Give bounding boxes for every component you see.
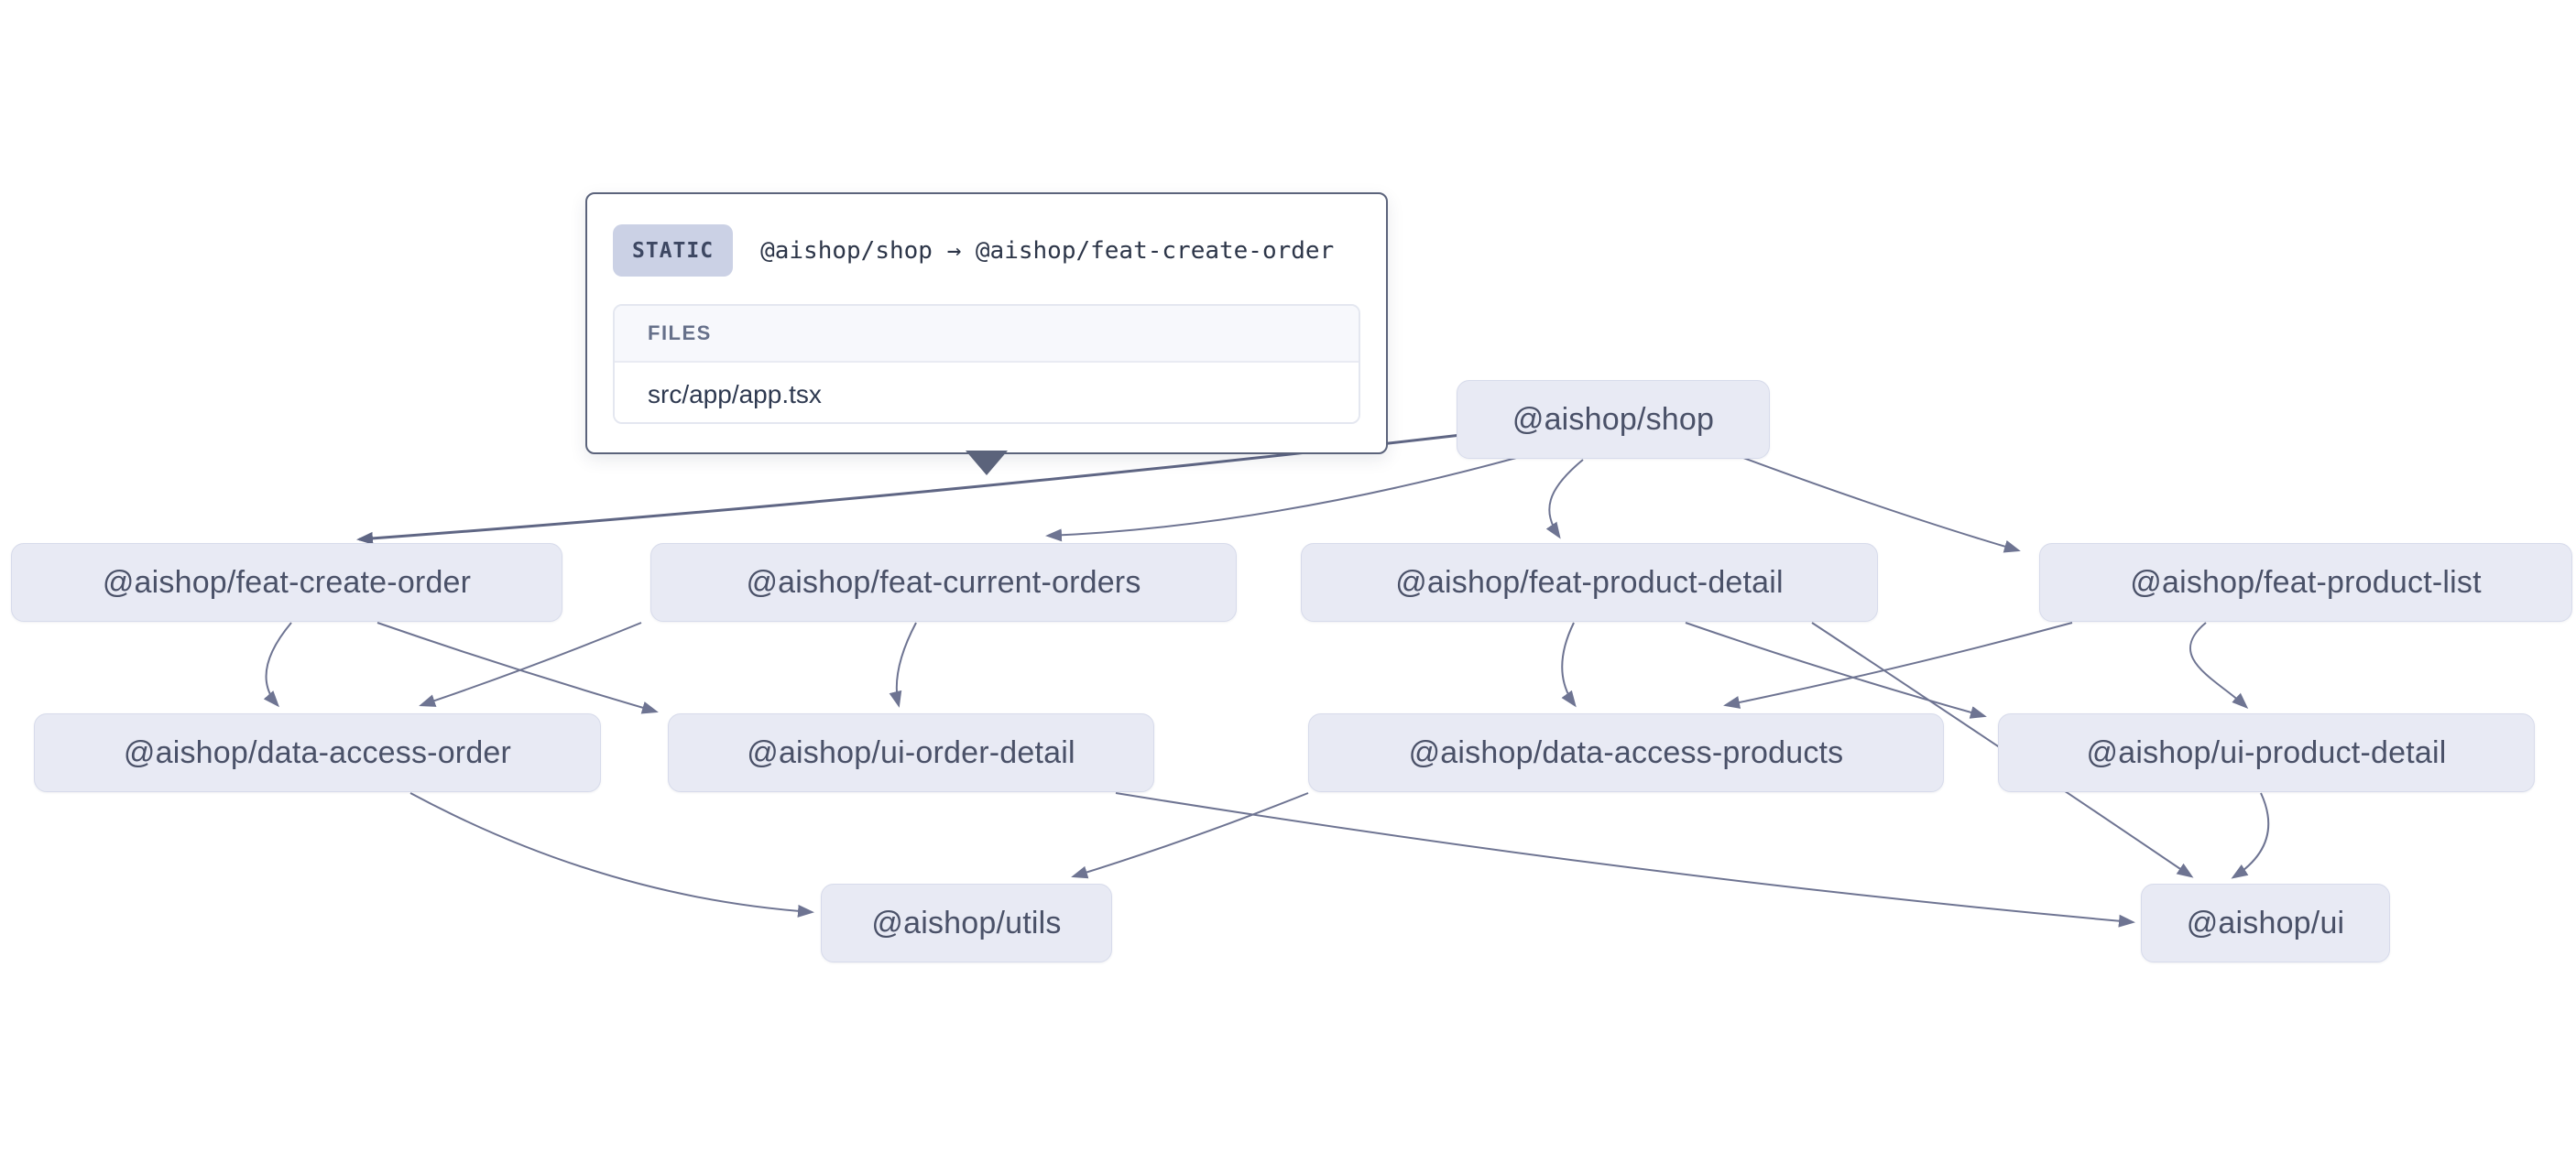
edge-ui-product-detail-to-ui[interactable] bbox=[2231, 792, 2270, 879]
tooltip-caret-icon bbox=[966, 451, 1008, 475]
graph-node-ui-product-detail[interactable]: @aishop/ui-product-detail bbox=[1998, 713, 2535, 792]
graph-node-feat-product-detail[interactable]: @aishop/feat-product-detail bbox=[1301, 543, 1878, 622]
edge-feat-product-list-to-ui-product-detail[interactable] bbox=[2189, 622, 2249, 710]
edge-tooltip-title: @aishop/shop → @aishop/feat-create-order bbox=[760, 236, 1335, 265]
edge-data-access-order-to-utils[interactable] bbox=[409, 792, 814, 918]
edge-feat-current-orders-to-ui-order-detail[interactable] bbox=[889, 622, 917, 708]
graph-node-data-access-products[interactable]: @aishop/data-access-products bbox=[1308, 713, 1944, 792]
graph-node-utils[interactable]: @aishop/utils bbox=[821, 884, 1112, 962]
edge-feat-create-order-to-ui-order-detail[interactable] bbox=[377, 622, 659, 714]
edge-feat-current-orders-to-data-access-order[interactable] bbox=[419, 622, 642, 707]
edge-feat-product-detail-to-ui-product-detail[interactable] bbox=[1685, 622, 1987, 719]
graph-node-data-access-order[interactable]: @aishop/data-access-order bbox=[34, 713, 601, 792]
files-section-header: FILES bbox=[615, 306, 1359, 363]
graph-node-shop[interactable]: @aishop/shop bbox=[1457, 380, 1770, 459]
graph-node-feat-current-orders[interactable]: @aishop/feat-current-orders bbox=[650, 543, 1237, 622]
edge-shop-to-feat-product-list[interactable] bbox=[1735, 454, 2021, 553]
edge-tooltip-header: STATIC @aishop/shop → @aishop/feat-creat… bbox=[613, 224, 1360, 277]
edge-data-access-products-to-utils[interactable] bbox=[1071, 792, 1309, 879]
graph-node-ui-order-detail[interactable]: @aishop/ui-order-detail bbox=[668, 713, 1154, 792]
edge-feat-create-order-to-data-access-order[interactable] bbox=[263, 622, 292, 708]
edge-shop-to-feat-product-detail[interactable] bbox=[1545, 459, 1584, 539]
edge-shop-to-feat-current-orders[interactable] bbox=[1045, 457, 1517, 542]
edge-feat-product-list-to-data-access-products[interactable] bbox=[1723, 622, 2073, 709]
graph-node-feat-create-order[interactable]: @aishop/feat-create-order bbox=[11, 543, 562, 622]
edge-ui-order-detail-to-ui[interactable] bbox=[1115, 792, 2135, 928]
graph-node-ui[interactable]: @aishop/ui bbox=[2141, 884, 2390, 962]
edge-tooltip: STATIC @aishop/shop → @aishop/feat-creat… bbox=[585, 192, 1388, 454]
edge-feat-product-detail-to-data-access-products[interactable] bbox=[1561, 622, 1577, 708]
graph-node-feat-product-list[interactable]: @aishop/feat-product-list bbox=[2039, 543, 2572, 622]
edge-files-panel: FILES src/app/app.tsx bbox=[613, 304, 1360, 424]
file-path-row: src/app/app.tsx bbox=[615, 363, 1359, 422]
edge-type-badge: STATIC bbox=[613, 224, 734, 277]
